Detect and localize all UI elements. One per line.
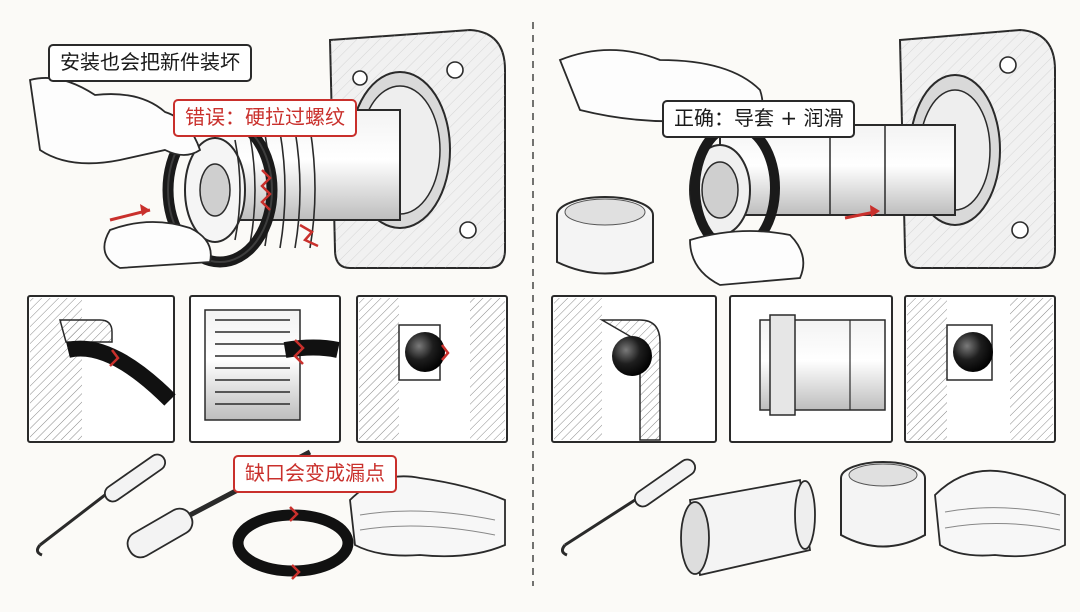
hook-pick-icon (35, 453, 167, 557)
grease-jar-icon (556, 196, 654, 275)
right-arrow-icon (844, 205, 880, 220)
left-arrow-icon (109, 204, 151, 222)
right-detail-panel-1 (551, 295, 717, 443)
right-grease-jar-icon (840, 461, 926, 548)
right-hook-pick-icon (560, 458, 697, 557)
guide-sleeve-icon (680, 478, 816, 577)
right-detail-panel-3 (904, 295, 1056, 443)
error-label: 错误：硬拉过螺纹 (173, 99, 357, 137)
left-crack-icon (260, 169, 319, 248)
right-cloth-icon (934, 469, 1066, 558)
left-cloth-icon (349, 475, 506, 558)
left-detail-panel-3 (356, 295, 508, 443)
correct-label: 正确：导套 + 润滑 (662, 100, 856, 138)
damaged-o-ring-icon (232, 506, 354, 580)
left-detail-panel-1 (27, 295, 176, 443)
leak-label: 缺口会变成漏点 (233, 455, 397, 493)
right-detail-panel-2 (729, 295, 893, 443)
left-panel-title: 安装也会把新件装坏 (48, 44, 252, 82)
left-detail-panel-2 (189, 295, 341, 443)
right-shaft-icon (689, 124, 956, 236)
